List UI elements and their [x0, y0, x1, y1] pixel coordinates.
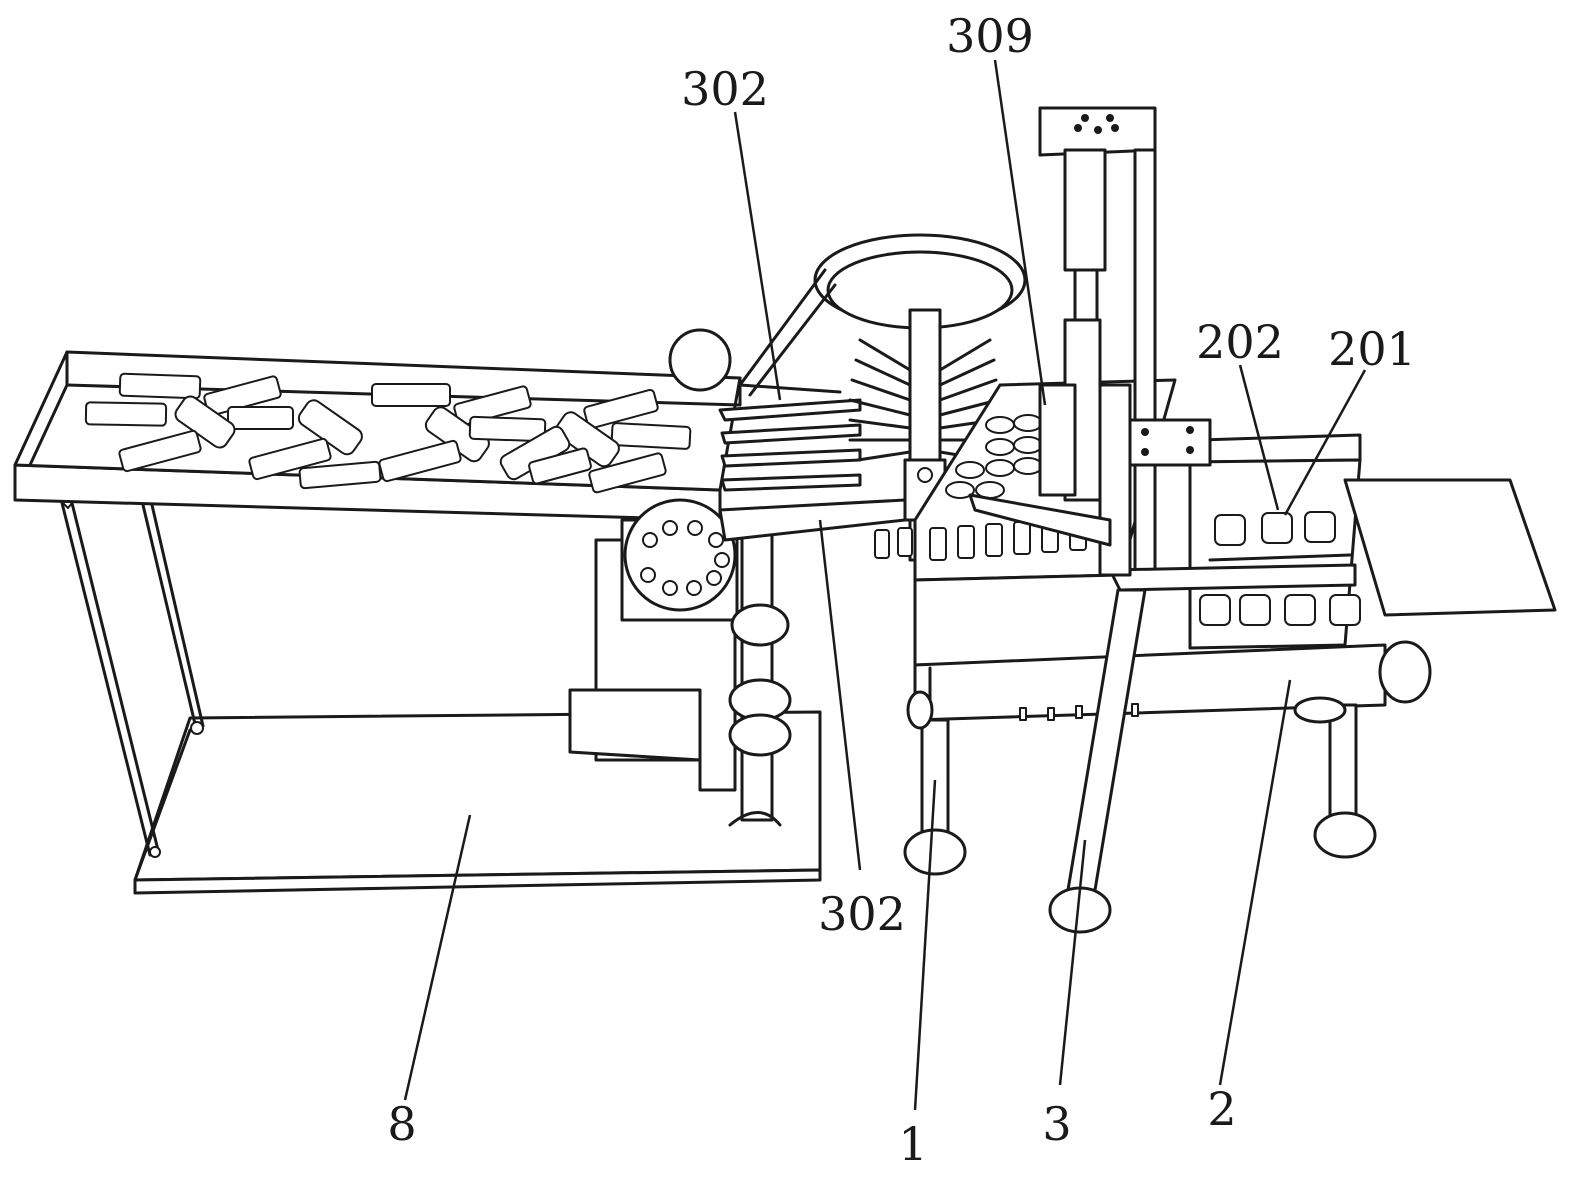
- guide-rails: [718, 383, 907, 542]
- tube-workpieces: [84, 372, 692, 494]
- label-3: 3: [1042, 1097, 1071, 1151]
- label-8: 8: [387, 1097, 416, 1151]
- label-302-bottom: 302: [818, 887, 906, 941]
- callout-labels: 302 309 202 201 302 8 1 3 2: [387, 9, 1416, 1171]
- label-201: 201: [1328, 322, 1416, 376]
- label-202: 202: [1196, 315, 1284, 369]
- feed-frame-legs: [51, 481, 205, 882]
- conveyor: [1188, 433, 1557, 650]
- label-302-top: 302: [681, 62, 769, 116]
- label-309: 309: [946, 9, 1034, 63]
- gantry: [968, 106, 1357, 934]
- label-2: 2: [1207, 1082, 1236, 1136]
- label-1: 1: [898, 1117, 927, 1171]
- leader-lines: [403, 59, 1367, 1111]
